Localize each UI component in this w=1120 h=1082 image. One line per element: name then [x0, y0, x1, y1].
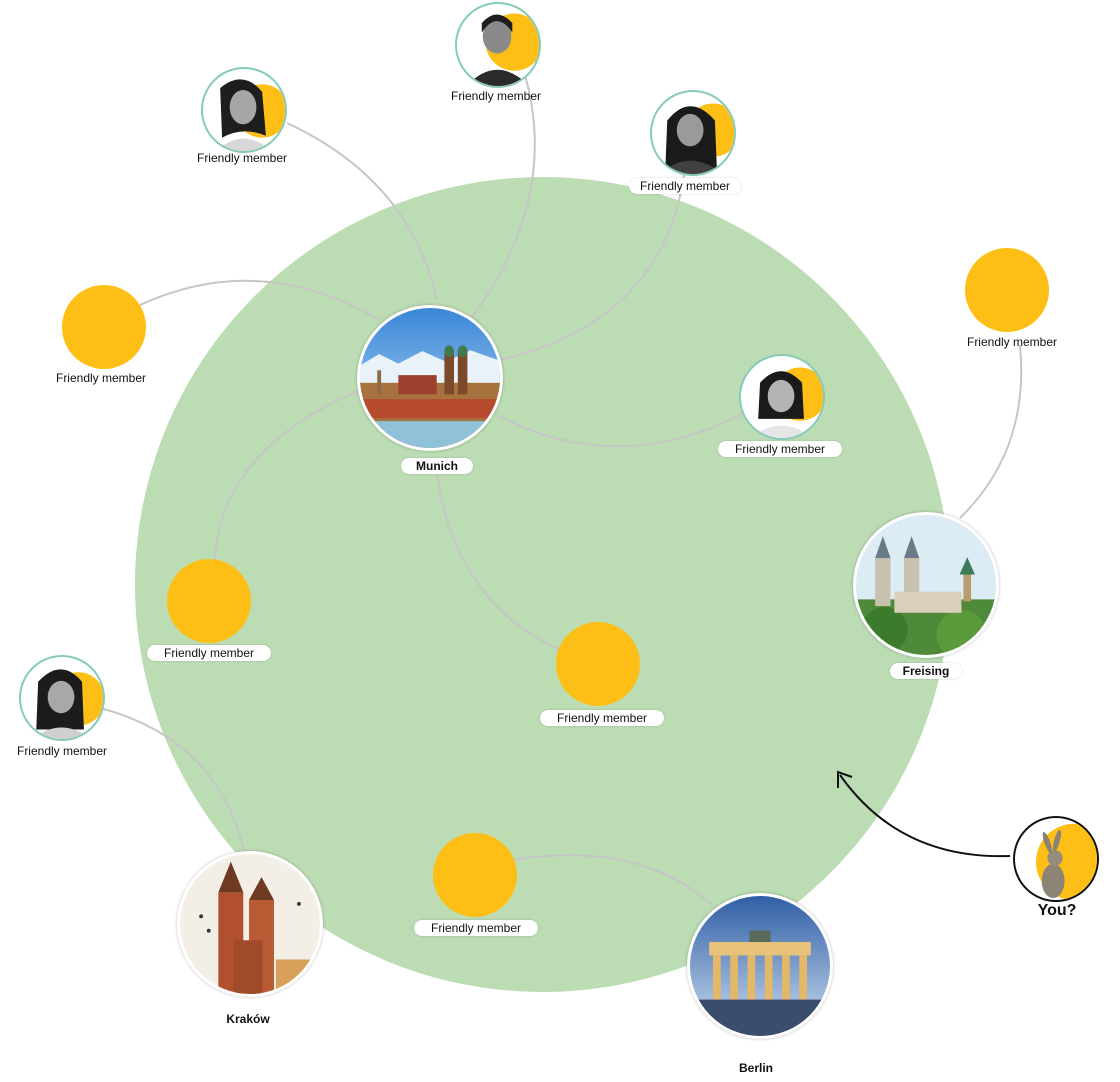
- you-label: You?: [1037, 902, 1077, 919]
- member-placeholder-avatar[interactable]: [965, 248, 1049, 332]
- rabbit-icon: [1035, 823, 1097, 900]
- brandenburg-gate-photo: [690, 896, 830, 1036]
- connection-line: [499, 159, 687, 361]
- member-label: Friendly member: [196, 151, 288, 165]
- member-avatar[interactable]: [455, 2, 541, 88]
- join-arrow-head: [837, 770, 853, 788]
- portrait-photo: [32, 669, 103, 739]
- connection-line: [139, 279, 381, 321]
- connection-line: [469, 74, 536, 321]
- you-avatar[interactable]: [1013, 816, 1099, 902]
- freising-cathedral-photo: [856, 515, 996, 655]
- city-munich-photo[interactable]: [357, 305, 503, 451]
- member-avatar[interactable]: [19, 655, 105, 741]
- city-berlin-photo[interactable]: [687, 893, 833, 1039]
- munich-skyline-photo: [360, 308, 500, 448]
- connection-line: [512, 854, 713, 906]
- member-placeholder-avatar[interactable]: [167, 559, 251, 643]
- city-label-krakow: Kraków: [226, 1012, 270, 1026]
- member-placeholder-avatar[interactable]: [62, 285, 146, 369]
- krakow-basilica-photo: [180, 854, 320, 994]
- city-label-munich: Munich: [401, 458, 473, 474]
- member-label: Friendly member: [147, 645, 271, 661]
- city-label-freising: Freising: [890, 663, 962, 679]
- city-freising-photo[interactable]: [853, 512, 999, 658]
- connection-line: [434, 459, 561, 651]
- member-avatar[interactable]: [201, 67, 287, 153]
- portrait-photo: [466, 13, 539, 86]
- member-label: Friendly member: [629, 178, 741, 194]
- connection-line: [959, 344, 1023, 519]
- join-arrow-line: [839, 774, 1011, 858]
- connection-line: [99, 707, 246, 856]
- member-placeholder-avatar[interactable]: [556, 622, 640, 706]
- member-label: Friendly member: [16, 744, 108, 758]
- connection-line: [214, 389, 361, 561]
- member-label: Friendly member: [55, 371, 147, 385]
- member-avatar[interactable]: [650, 90, 736, 176]
- city-label-berlin: Berlin: [738, 1061, 773, 1075]
- member-avatar[interactable]: [739, 354, 825, 440]
- connection-line: [286, 122, 438, 301]
- member-label: Friendly member: [540, 710, 664, 726]
- portrait-photo: [659, 103, 734, 174]
- portrait-photo: [750, 367, 823, 438]
- connection-line: [496, 409, 751, 448]
- member-label: Friendly member: [414, 920, 538, 936]
- city-krakow-photo[interactable]: [177, 851, 323, 997]
- member-label: Friendly member: [450, 89, 542, 103]
- member-label: Friendly member: [718, 441, 842, 457]
- member-placeholder-avatar[interactable]: [433, 833, 517, 917]
- member-label: Friendly member: [966, 335, 1058, 349]
- portrait-photo: [216, 79, 285, 151]
